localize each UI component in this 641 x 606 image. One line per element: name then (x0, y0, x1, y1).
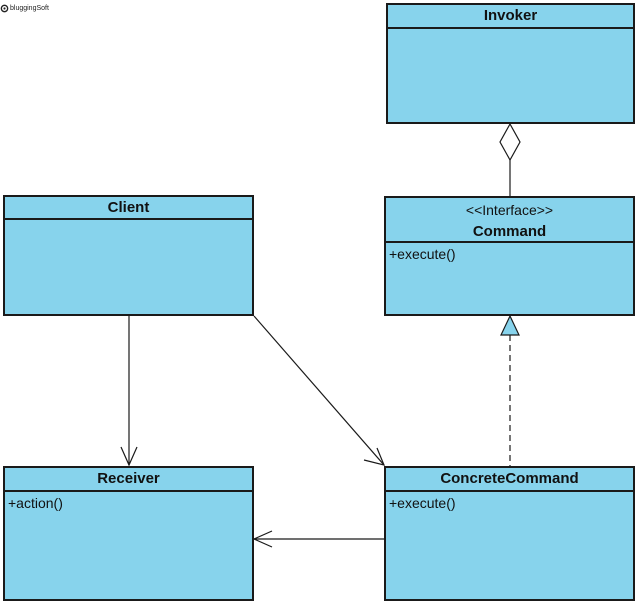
class-command-op-execute: +execute() (389, 246, 456, 262)
class-client[interactable]: Client (3, 195, 254, 316)
client-concrete-line (253, 315, 385, 466)
class-command-stereotype: <<Interface>> (465, 202, 554, 218)
class-command[interactable]: <<Interface>> Command +execute() (384, 196, 635, 316)
class-invoker-name: Invoker (483, 7, 538, 24)
concrete-receiver-arrowhead (252, 530, 273, 548)
class-receiver[interactable]: Receiver +action() (3, 466, 254, 601)
client-receiver-arrowhead (120, 446, 138, 467)
class-receiver-op-action: +action() (8, 495, 63, 511)
class-invoker[interactable]: Invoker (386, 3, 635, 124)
class-command-header: <<Interface>> Command (386, 198, 633, 243)
class-client-header: Client (5, 197, 252, 220)
class-client-name: Client (107, 199, 150, 216)
class-receiver-header: Receiver (5, 468, 252, 492)
class-concrete-command[interactable]: ConcreteCommand +execute() (384, 466, 635, 601)
realization-triangle (500, 314, 520, 336)
class-receiver-name: Receiver (97, 470, 160, 487)
class-command-name: Command (472, 223, 547, 240)
class-concrete-command-op-execute: +execute() (389, 495, 456, 511)
class-concrete-command-header: ConcreteCommand (386, 468, 633, 492)
class-command-operations: +execute() (386, 243, 633, 265)
class-concrete-command-operations: +execute() (386, 492, 633, 514)
client-concrete-arrowhead (363, 447, 386, 466)
class-concrete-command-name: ConcreteCommand (440, 470, 579, 487)
class-receiver-operations: +action() (5, 492, 252, 514)
watermark-text: bluggingSoft (10, 4, 49, 12)
gear-icon (0, 4, 9, 12)
watermark-logo: bluggingSoft (0, 0, 49, 16)
aggregation-diamond (499, 122, 521, 162)
class-invoker-header: Invoker (388, 5, 633, 29)
